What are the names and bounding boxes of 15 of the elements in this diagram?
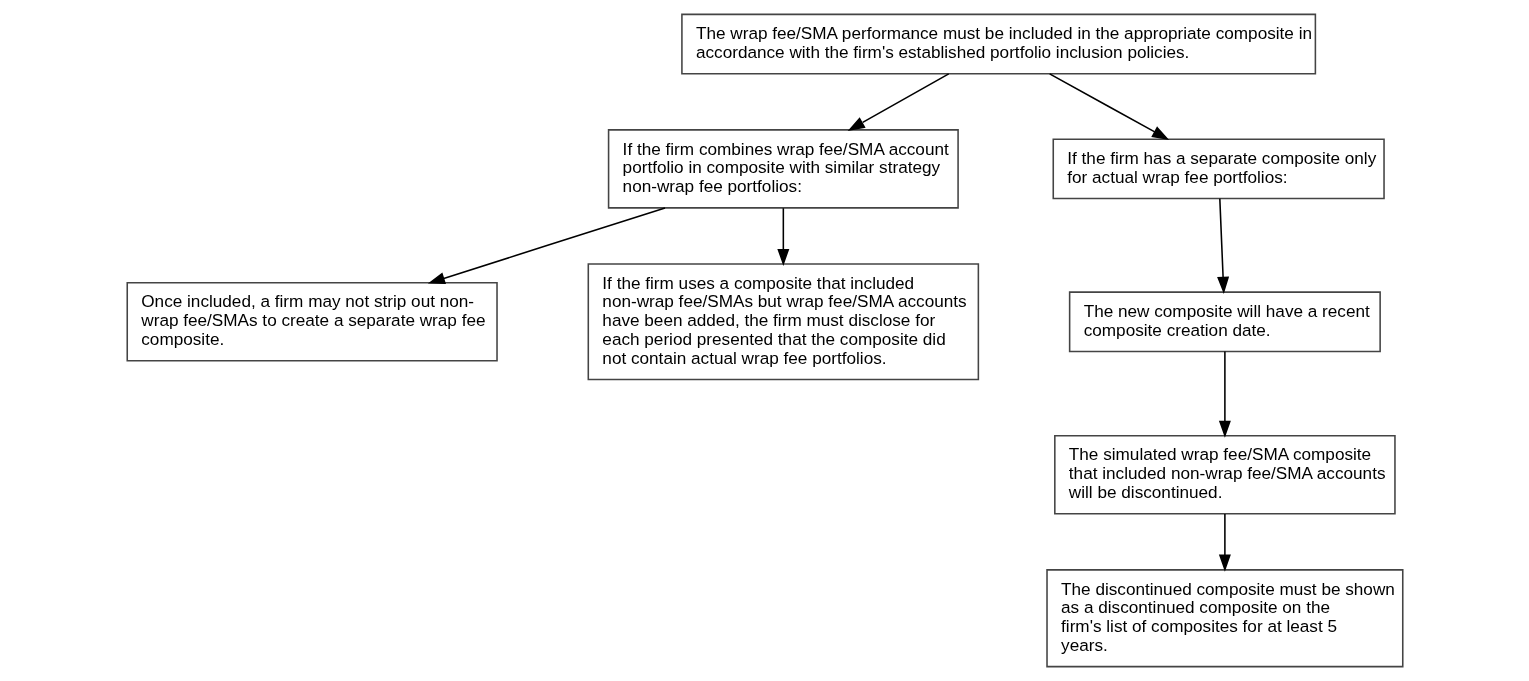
arrow (1218, 350, 1231, 438)
node-box: The wrap fee/SMA performance must be included in the appropriate composite in accordance with the firm's established portfolio inclusion policies. (680, 13, 1316, 75)
node-box: If the firm uses a composite that included non-wrap fee/SMAs but wrap fee/SMA accounts have been added, the firm must disclose for each period presented that the composite did not contain actual wrap fee portfolios. (587, 263, 979, 381)
node-box: The new composite will have a recent composite creation date. (1068, 291, 1381, 353)
node-box: If the firm has a separate composite only for actual wrap fee portfolios: (1052, 138, 1385, 200)
node-box: The discontinued composite must be shown as a discontinued composite on the firm's list of composites for at least 5 years. (1045, 569, 1404, 668)
arrow (847, 73, 949, 131)
arrow (1218, 513, 1231, 572)
node-box: If the firm combines wrap fee/SMA account portfolio in composite with similar strategy non-wrap fee portfolios: (607, 129, 959, 209)
arrow (1216, 197, 1229, 295)
node-box: The simulated wrap fee/SMA composite that included non-wrap fee/SMA accounts will be discontinued. (1053, 434, 1396, 515)
arrow (776, 207, 789, 267)
arrow (427, 207, 666, 284)
node-box: Once included, a firm may not strip out non-wrap fee/SMAs to create a separate wrap fee composite. (125, 282, 498, 362)
arrow (1048, 73, 1169, 140)
